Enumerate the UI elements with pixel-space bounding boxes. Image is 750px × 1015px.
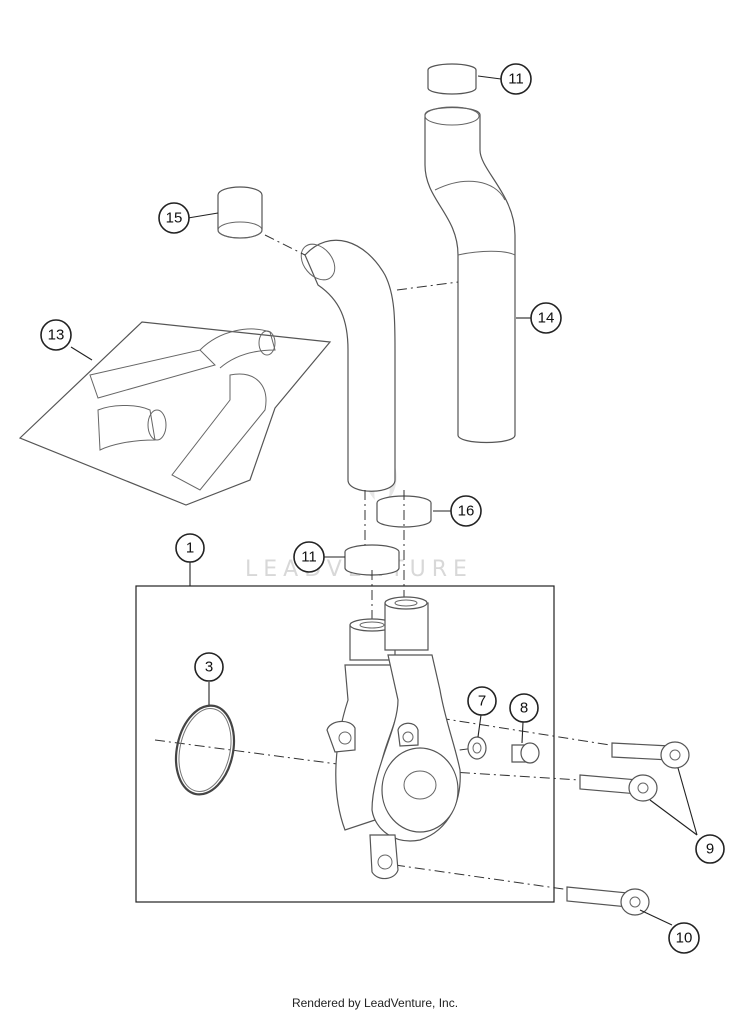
callout-16-label: 16 <box>458 503 475 520</box>
callout-11-top: 11 <box>500 63 532 95</box>
o-ring <box>174 704 236 796</box>
callout-7-label: 7 <box>478 693 486 710</box>
callout-11-lower: 11 <box>293 541 325 573</box>
bolt-upper <box>611 741 690 769</box>
hose-clamp-top <box>427 63 477 95</box>
water-pump-assembly-box <box>135 585 555 903</box>
hose-clamp-lower <box>344 544 400 576</box>
washer <box>467 736 487 760</box>
hose-clamp <box>217 186 263 239</box>
rendered-by-credit: Rendered by LeadVenture, Inc. <box>291 996 459 1010</box>
callout-10: 10 <box>668 922 700 954</box>
callout-10-label: 10 <box>676 930 693 947</box>
hose-kit-bag <box>18 321 332 506</box>
callout-9-label: 9 <box>706 841 714 858</box>
callout-15: 15 <box>158 202 190 234</box>
callout-3: 3 <box>194 652 224 682</box>
drain-plug <box>511 742 540 764</box>
bolt-lower <box>566 886 650 916</box>
callout-1-label: 1 <box>186 540 194 557</box>
callout-13-label: 13 <box>48 327 65 344</box>
callout-8-label: 8 <box>520 700 528 717</box>
callout-15-label: 15 <box>166 210 183 227</box>
callout-14-label: 14 <box>538 310 555 327</box>
callout-3-label: 3 <box>205 659 213 676</box>
callout-8: 8 <box>509 693 539 723</box>
radiator-hose <box>424 106 516 444</box>
callout-9: 9 <box>695 834 725 864</box>
callout-1: 1 <box>175 533 205 563</box>
leader-lines <box>70 75 698 926</box>
callout-13: 13 <box>40 319 72 351</box>
callout-7: 7 <box>467 686 497 716</box>
upper-coolant-hose <box>300 239 396 492</box>
callout-11-top-label: 11 <box>508 71 524 88</box>
callout-16: 16 <box>450 495 482 527</box>
water-pump-housing <box>326 596 461 880</box>
callout-11-lower-label: 11 <box>301 549 317 566</box>
callout-14: 14 <box>530 302 562 334</box>
bolt-middle <box>579 774 658 802</box>
